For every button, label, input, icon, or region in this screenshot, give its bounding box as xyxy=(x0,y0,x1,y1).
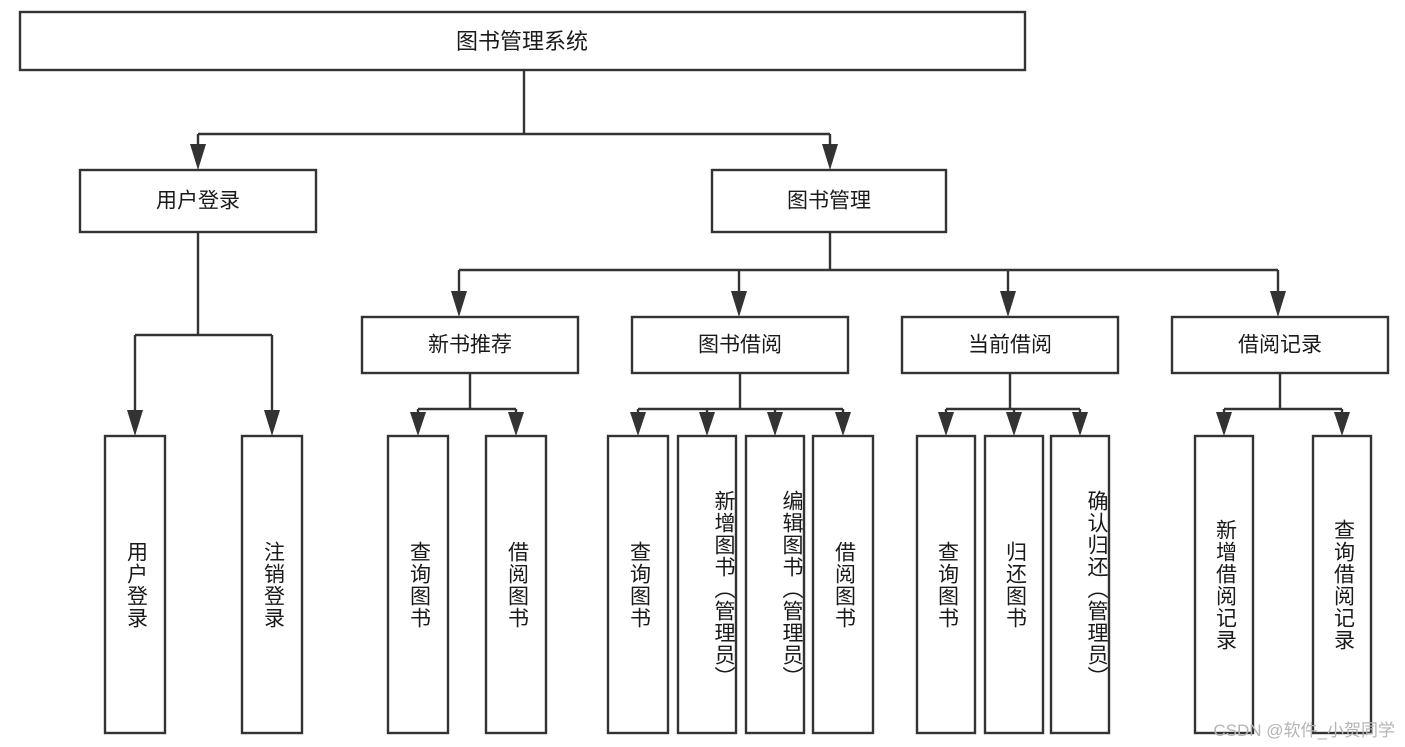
node-current-borrow-box[interactable] xyxy=(900,315,1120,375)
leaf-add-record-box[interactable] xyxy=(1193,434,1255,735)
node-book-manage-box[interactable] xyxy=(710,168,948,234)
leaf-user-logout-box[interactable] xyxy=(240,434,304,735)
node-root-label: 图书管理系统 xyxy=(456,29,588,54)
node-new-book-rec-label: 新书推荐 xyxy=(428,334,512,357)
connector-group xyxy=(127,70,1350,436)
node-user-login[interactable]: 用户登录 xyxy=(78,168,318,234)
arrowhead-leaf-query-book-1 xyxy=(410,412,426,436)
node-user-login-box[interactable] xyxy=(78,168,318,234)
csdn-watermark: CSDN @软件_小贺同学 xyxy=(1213,721,1395,740)
node-book-borrow[interactable]: 图书借阅 xyxy=(630,315,850,375)
node-current-borrow[interactable]: 当前借阅 xyxy=(900,315,1120,375)
arrowhead-new-book-rec xyxy=(451,291,467,317)
arrowhead-leaf-borrow-book-2 xyxy=(835,412,851,436)
leaf-borrow-book-2-box[interactable] xyxy=(811,434,875,735)
node-borrow-record[interactable]: 借阅记录 xyxy=(1170,315,1390,375)
arrowhead-current-borrow xyxy=(1000,291,1016,317)
arrowhead-book-manage xyxy=(822,144,838,170)
leaf-query-book-3-box[interactable] xyxy=(915,434,977,735)
arrowhead-leaf-edit-book xyxy=(767,412,783,436)
leaf-add-book-box[interactable] xyxy=(676,434,738,735)
arrowhead-leaf-borrow-book-1 xyxy=(508,412,524,436)
leaf-query-book-2-box[interactable] xyxy=(606,434,670,735)
leaf-query-book-1-box[interactable] xyxy=(386,434,450,735)
arrowhead-leaf-user-login xyxy=(127,410,143,436)
node-root[interactable]: 图书管理系统 xyxy=(18,10,1027,72)
node-borrow-record-label: 借阅记录 xyxy=(1238,334,1322,357)
arrowhead-leaf-query-book-2 xyxy=(630,412,646,436)
node-book-manage[interactable]: 图书管理 xyxy=(710,168,948,234)
leaf-boxes-group xyxy=(103,434,1373,735)
node-current-borrow-label: 当前借阅 xyxy=(968,334,1052,357)
leaf-query-record-box[interactable] xyxy=(1311,434,1373,735)
arrowhead-leaf-query-book-3 xyxy=(938,412,954,436)
arrowhead-leaf-confirm-return xyxy=(1072,412,1088,436)
arrowhead-leaf-query-record xyxy=(1334,412,1350,436)
node-new-book-rec[interactable]: 新书推荐 xyxy=(360,315,580,375)
leaf-borrow-book-1-box[interactable] xyxy=(484,434,548,735)
arrowhead-leaf-user-logout xyxy=(264,410,280,436)
node-book-borrow-box[interactable] xyxy=(630,315,850,375)
arrowhead-leaf-add-record xyxy=(1216,412,1232,436)
leaf-confirm-return-box[interactable] xyxy=(1049,434,1111,735)
arrowhead-leaf-return-book xyxy=(1006,412,1022,436)
leaf-return-book-box[interactable] xyxy=(983,434,1045,735)
leaf-user-login-box[interactable] xyxy=(103,434,167,735)
leaf-edit-book-box[interactable] xyxy=(744,434,806,735)
node-root-box[interactable] xyxy=(18,10,1027,72)
node-book-manage-label: 图书管理 xyxy=(787,190,871,213)
arrowhead-leaf-add-book xyxy=(699,412,715,436)
arrowhead-book-borrow xyxy=(731,291,747,317)
node-book-borrow-label: 图书借阅 xyxy=(698,334,782,357)
node-user-login-label: 用户登录 xyxy=(156,190,240,213)
arrowhead-user-login xyxy=(190,144,206,170)
node-new-book-rec-box[interactable] xyxy=(360,315,580,375)
node-borrow-record-box[interactable] xyxy=(1170,315,1390,375)
arrowhead-borrow-record xyxy=(1270,291,1286,317)
